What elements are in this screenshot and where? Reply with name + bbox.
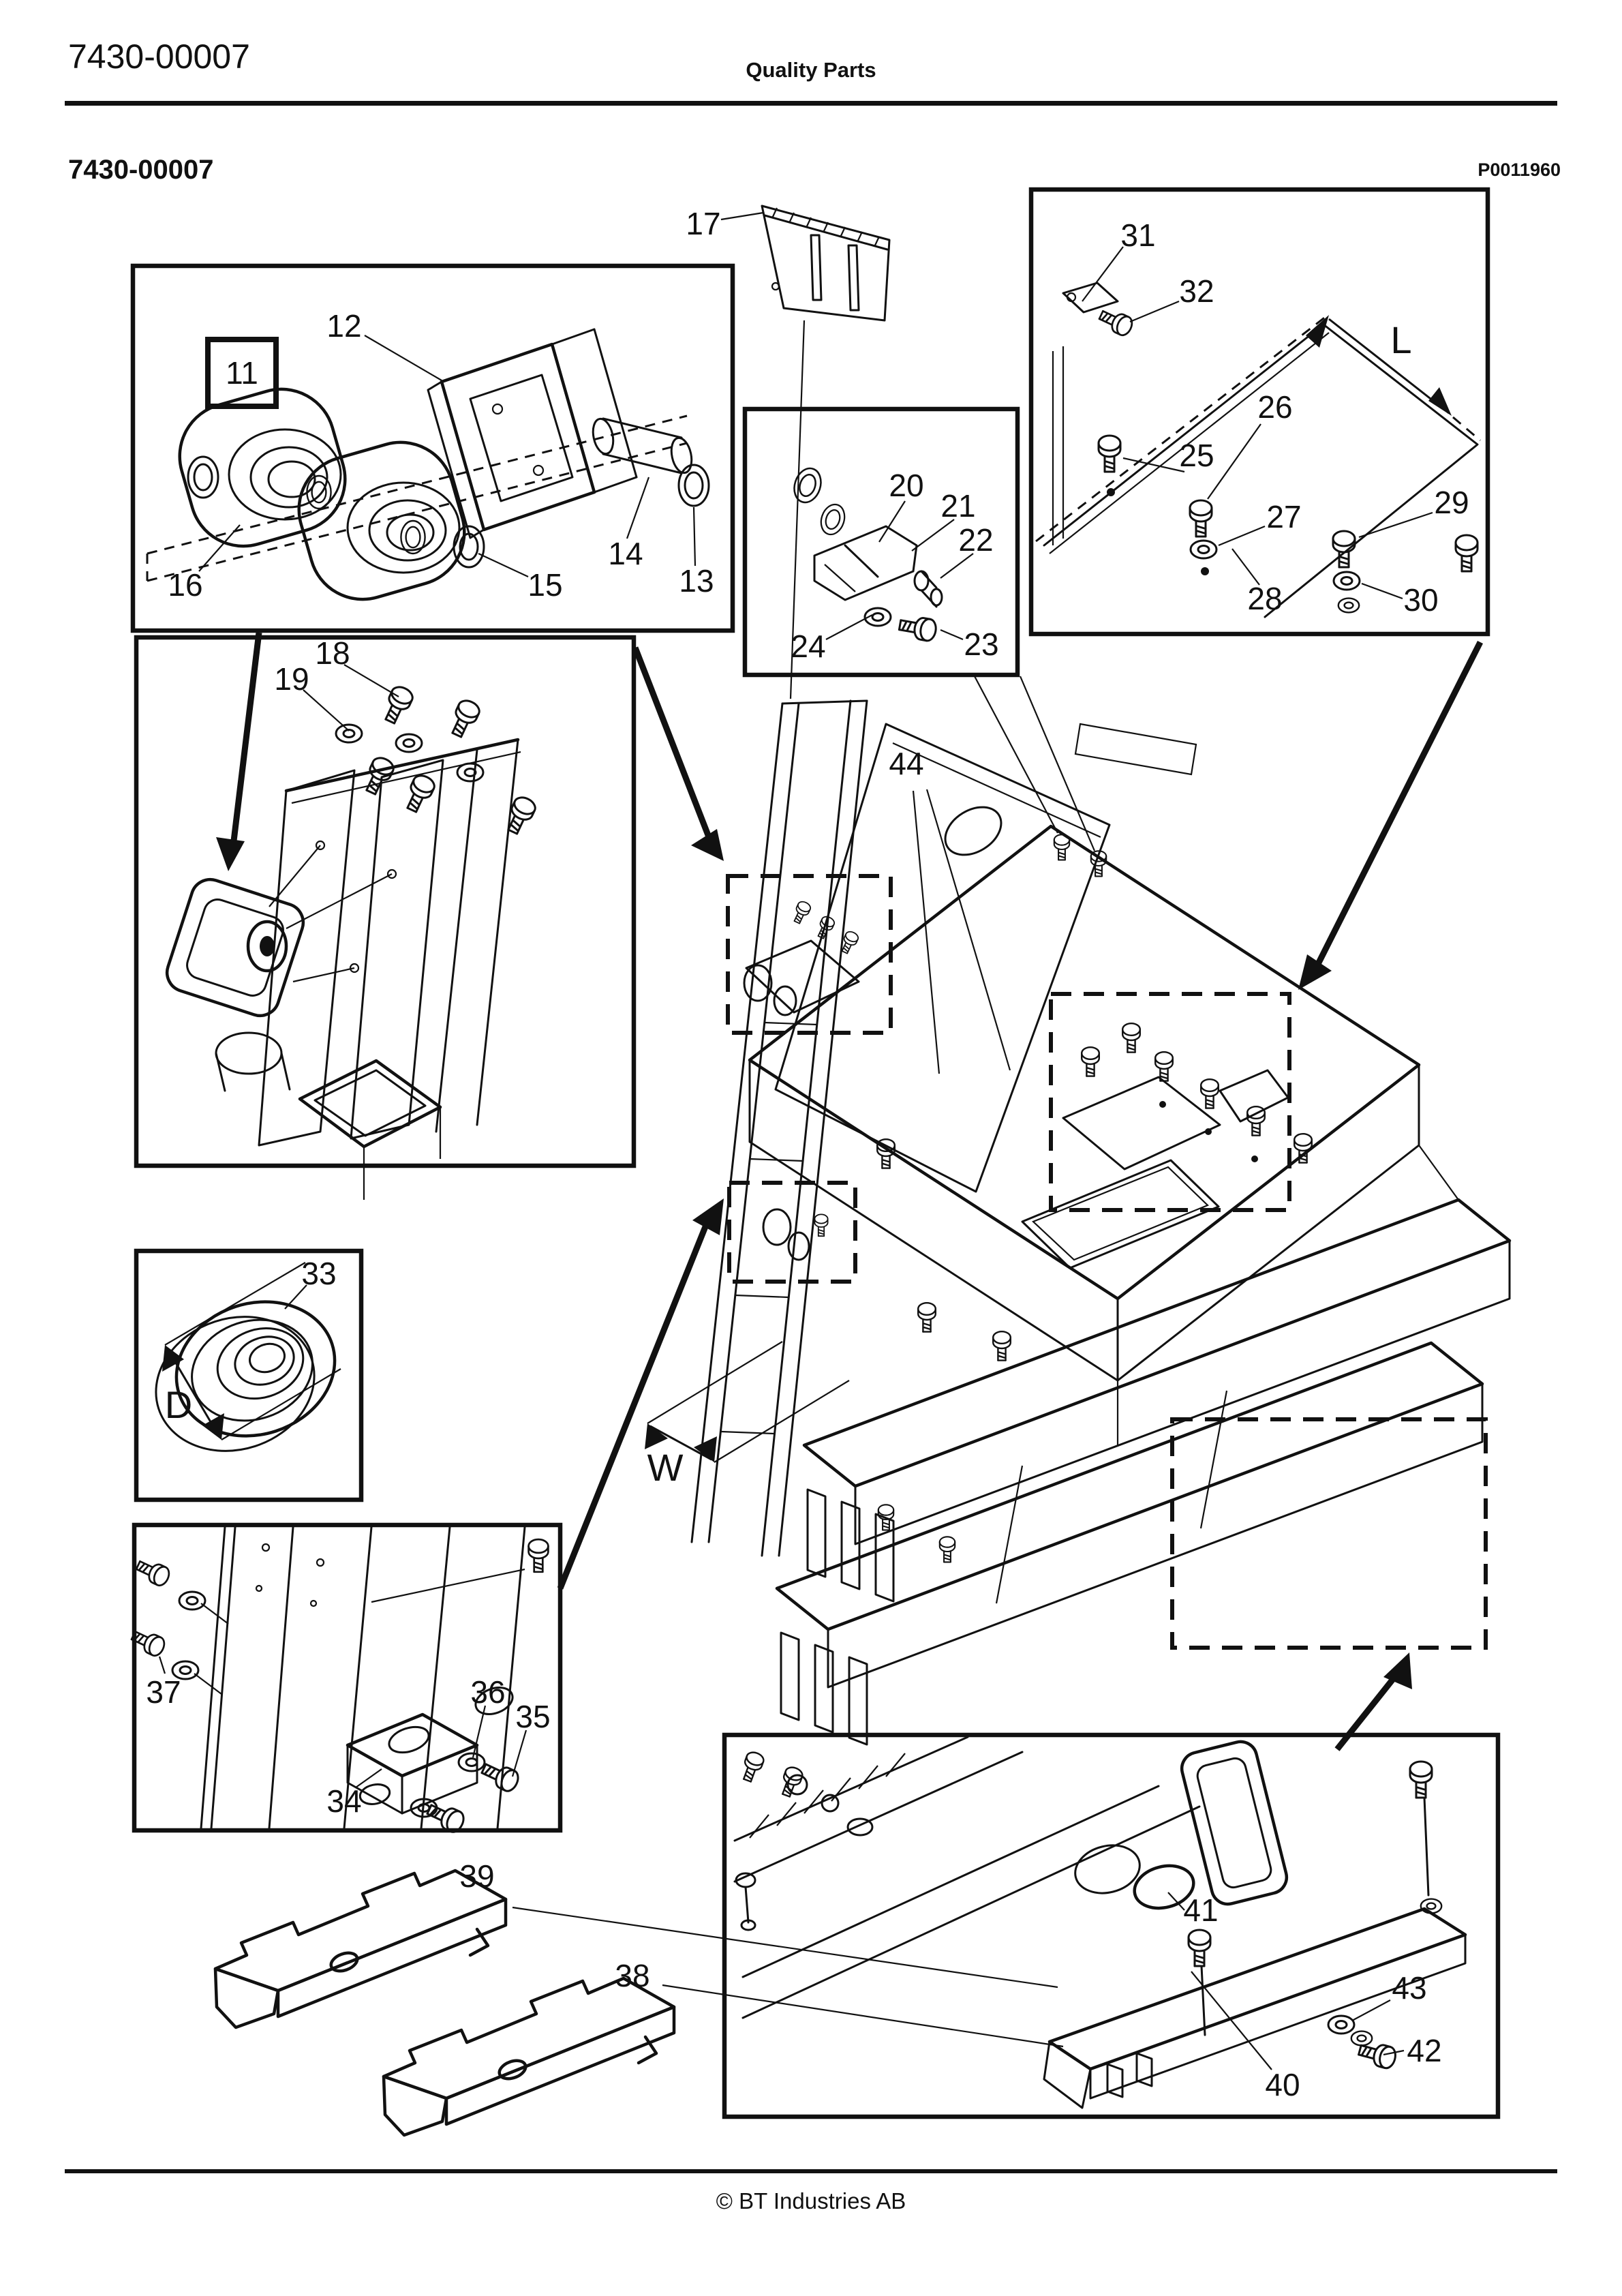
rail-39 [215, 1871, 506, 2027]
callout-31: 31 [1120, 217, 1155, 253]
mast-foot-roller [762, 1208, 829, 1261]
locator-arrows [216, 632, 1484, 1751]
page-title: Quality Parts [746, 58, 876, 82]
rail-38 [384, 1978, 674, 2135]
page-header: 7430-00007 Quality Parts 7430-00007 P001… [65, 37, 1561, 185]
callout-18: 18 [315, 635, 350, 671]
detail-box-top-fixing-plate [1028, 187, 1490, 637]
callout-17: 17 [686, 206, 720, 241]
rail-38-locator [662, 1984, 1064, 2048]
callout-19: 19 [274, 661, 309, 697]
callout-34: 34 [326, 1783, 361, 1819]
header-rule [65, 101, 1557, 106]
bracket-34 [346, 1712, 479, 1815]
platform-mounts [1062, 1022, 1289, 1170]
callout-32: 32 [1179, 273, 1214, 309]
page-code: 7430-00007 [68, 155, 214, 185]
roller-second [297, 440, 466, 601]
detail-box-chassis-rear [722, 1732, 1501, 2119]
callout-11: 11 [226, 355, 258, 391]
rail-39-locator [512, 1906, 1058, 1989]
doc-number: 7430-00007 [68, 37, 250, 76]
callout-30: 30 [1403, 582, 1438, 618]
footer-copyright: © BT Industries AB [716, 2188, 906, 2214]
detail-box-support-roller [134, 1248, 364, 1502]
pin-14 [592, 417, 693, 474]
callout-44: 44 [889, 746, 923, 781]
item-11-frame [205, 337, 279, 409]
callout-14: 14 [608, 536, 643, 571]
dashed-ref-box-chassis-rear [1170, 1417, 1488, 1650]
callout-22: 22 [958, 522, 993, 558]
page-footer: © BT Industries AB [65, 2169, 1557, 2214]
detail-box-frame-mount [128, 1522, 563, 1836]
callout-21: 21 [940, 488, 975, 524]
roller-16 [178, 387, 347, 548]
callout-40: 40 [1265, 2067, 1300, 2102]
main-assembly [690, 699, 1512, 1746]
callout-43: 43 [1392, 1970, 1426, 2006]
callout-29: 29 [1434, 485, 1469, 520]
callout-44-leaders [912, 789, 1011, 1074]
dimension-w [645, 1341, 850, 1463]
callout-36: 36 [470, 1674, 505, 1710]
callout-24: 24 [791, 629, 825, 664]
callout-20: 20 [889, 468, 923, 503]
callout-38: 38 [615, 1958, 649, 1993]
callout-27: 27 [1266, 499, 1301, 534]
callouts: 11 12 13 14 15 16 17 18 19 20 21 22 23 2… [146, 206, 1469, 2102]
callout-12: 12 [326, 308, 361, 344]
callout-13: 13 [679, 563, 714, 599]
part-plate-17 [720, 205, 891, 699]
detail-box-mast-roller-mount [134, 635, 637, 1200]
dashed-ref-box-mast-top [726, 874, 893, 1035]
callout-35: 35 [515, 1699, 550, 1734]
detail-box-roller-kit [130, 263, 735, 633]
detail-box-guide-bracket [742, 406, 1096, 851]
footer-rule [65, 2169, 1557, 2173]
callout-28: 28 [1247, 581, 1282, 616]
callout-37: 37 [146, 1674, 181, 1710]
drawing-ref: P0011960 [1478, 160, 1561, 180]
dashed-ref-box-platform [1049, 992, 1291, 1212]
dimension-d-label: D [165, 1383, 192, 1426]
callout-41: 41 [1183, 1892, 1218, 1928]
callout-42: 42 [1407, 2033, 1441, 2068]
callout-33: 33 [301, 1256, 336, 1291]
callout-23: 23 [964, 626, 998, 662]
callout-26: 26 [1257, 389, 1292, 425]
callout-25: 25 [1179, 438, 1214, 473]
callout-39: 39 [459, 1858, 494, 1894]
dimension-w-label: W [647, 1446, 684, 1489]
mast-top-bracket [743, 899, 861, 1016]
dimension-l-label: L [1390, 318, 1411, 361]
dashed-ref-box-mast-foot [727, 1181, 857, 1284]
callout-15: 15 [527, 567, 562, 603]
callout-16: 16 [168, 567, 202, 603]
bracket-12 [427, 328, 638, 539]
